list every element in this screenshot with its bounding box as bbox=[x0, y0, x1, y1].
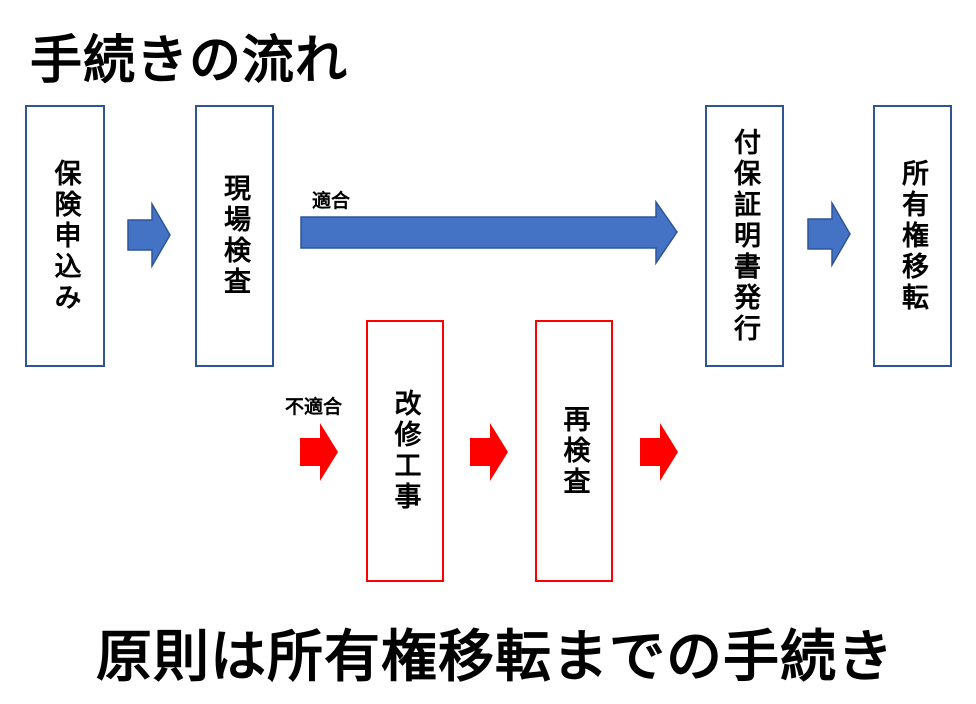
step-reinspection-box: 再検査 bbox=[535, 320, 613, 582]
step-site-inspection-box: 現場検査 bbox=[195, 105, 274, 367]
step-repair-work-label: 改修工事 bbox=[389, 389, 421, 513]
step-ownership-transfer-box: 所有権移転 bbox=[873, 105, 952, 367]
step-site-inspection-label: 現場検査 bbox=[219, 174, 250, 298]
pass-label: 適合 bbox=[312, 190, 351, 212]
step-application-label: 保険申込み bbox=[49, 158, 81, 314]
arrow-fail-to-repair bbox=[300, 423, 338, 481]
arrow-certificate-to-transfer bbox=[807, 200, 851, 268]
page-title: 手続きの流れ bbox=[30, 31, 349, 91]
footer-note: 原則は所有権移転までの手続き bbox=[96, 625, 894, 690]
step-application-box: 保険申込み bbox=[25, 105, 105, 367]
step-repair-work-box: 改修工事 bbox=[366, 320, 444, 582]
arrow-reinspection-onward bbox=[640, 423, 678, 481]
step-reinspection-label: 再検査 bbox=[558, 404, 590, 498]
fail-label: 不適合 bbox=[285, 396, 343, 418]
arrow-repair-to-reinspection bbox=[470, 423, 508, 481]
arrow-application-to-inspection bbox=[127, 201, 171, 269]
step-certificate-issue-box: 付保証明書発行 bbox=[705, 105, 784, 367]
step-ownership-transfer-label: 所有権移転 bbox=[897, 158, 928, 314]
arrow-pass-to-certificate bbox=[300, 199, 678, 266]
step-certificate-issue-label: 付保証明書発行 bbox=[729, 127, 760, 345]
